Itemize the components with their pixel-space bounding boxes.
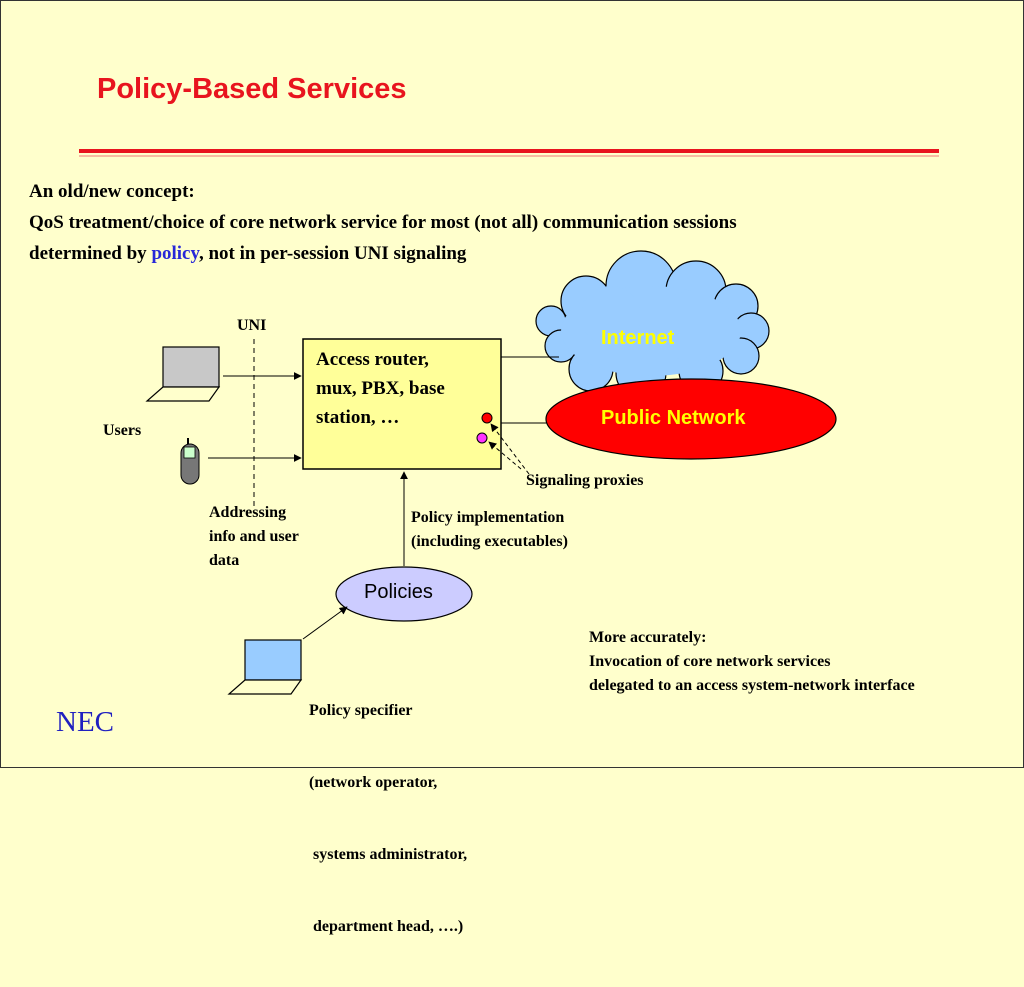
intro-line-3-pre: determined by <box>29 243 152 264</box>
addressing-line-3: data <box>209 552 240 569</box>
access-box-shape <box>302 338 502 470</box>
internet-cloud <box>535 250 770 399</box>
nec-logo: NEC <box>56 706 114 738</box>
addressing-line-1: Addressing <box>209 504 287 521</box>
addressing-line-2: info and user <box>209 528 299 545</box>
policy-implementation-line-1: Policy implementation <box>411 509 565 526</box>
more-accurately-line-2: Invocation of core network services <box>589 653 831 670</box>
more-accurately-line-1: More accurately: <box>589 629 707 646</box>
slide: Policy-Based Services An old/new concept… <box>0 0 1024 935</box>
access-box-label: Access router, mux, PBX, base station, … <box>316 345 445 432</box>
users-label: Users <box>103 422 142 439</box>
policy-implementation-line-2: (including executables) <box>411 533 568 550</box>
signaling-proxies-label: Signaling proxies <box>526 472 644 489</box>
policy-specifier-line-3: systems administrator, <box>309 846 468 863</box>
more-accurately-line-3: delegated to an access system-network in… <box>589 677 915 694</box>
signaling-proxy-dot-red <box>481 412 493 424</box>
specifier-to-policies-arrow <box>302 606 348 640</box>
policy-implementation-label: Policy implementation (including executa… <box>411 506 568 554</box>
policy-specifier-label: Policy specifier (network operator, syst… <box>309 651 467 987</box>
intro-line-3: determined by policy, not in per-session… <box>29 238 737 269</box>
access-box-line-2: mux, PBX, base <box>316 378 445 399</box>
policy-word: policy <box>151 243 199 264</box>
intro-line-2: QoS treatment/choice of core network ser… <box>29 212 737 233</box>
more-accurately-note: More accurately: Invocation of core netw… <box>589 626 915 698</box>
policy-specifier-line-2: (network operator, <box>309 774 438 791</box>
signaling-arrow-1 <box>490 423 530 475</box>
access-box-line-3: station, … <box>316 407 400 428</box>
uni-label: UNI <box>237 317 267 334</box>
intro-line-1: An old/new concept: <box>29 181 195 202</box>
access-box-line-1: Access router, <box>316 349 429 370</box>
intro-line-3-post: , not in per-session UNI signaling <box>198 243 467 264</box>
policy-specifier-line-1: Policy specifier <box>309 702 413 719</box>
policies-label: Policies <box>364 581 433 603</box>
user-laptop-icon <box>145 346 221 402</box>
title-underline <box>79 149 939 157</box>
signaling-proxy-dot-magenta <box>476 432 488 444</box>
addressing-label: Addressing info and user data <box>209 501 299 573</box>
public-network-label: Public Network <box>601 407 746 429</box>
intro-text: An old/new concept: QoS treatment/choice… <box>29 176 737 269</box>
policy-specifier-line-4: department head, ….) <box>309 918 464 935</box>
internet-label: Internet <box>601 327 675 349</box>
page-title: Policy-Based Services <box>97 73 407 105</box>
specifier-laptop-icon <box>227 639 303 695</box>
network-diagram <box>145 250 837 695</box>
mobile-phone-icon <box>180 438 200 485</box>
public-network-shape <box>545 378 837 460</box>
policies-shape <box>335 566 473 622</box>
